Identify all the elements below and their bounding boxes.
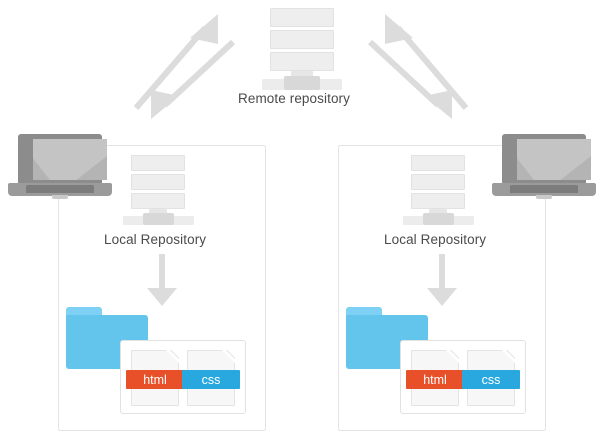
server-neck bbox=[429, 209, 447, 216]
file-type-label: html bbox=[406, 370, 464, 389]
laptop-foot bbox=[52, 195, 68, 199]
server-bar bbox=[411, 193, 465, 209]
server-bar bbox=[411, 155, 465, 171]
server-base-side bbox=[123, 216, 145, 225]
server-neck bbox=[291, 71, 313, 79]
server-bar bbox=[411, 174, 465, 190]
server-base-side bbox=[262, 79, 286, 90]
server-bar bbox=[131, 155, 185, 171]
local-repository-icon-right bbox=[403, 155, 474, 225]
laptop-lid bbox=[502, 134, 591, 185]
server-bar bbox=[131, 193, 185, 209]
laptop-keyboard bbox=[510, 185, 578, 193]
file-fold-edge bbox=[497, 350, 515, 368]
server-base-side bbox=[452, 216, 474, 225]
laptop-foot bbox=[536, 195, 552, 199]
arrow-shaft bbox=[439, 254, 445, 290]
arrow-head bbox=[427, 288, 457, 306]
file-icon-css-right: css bbox=[462, 350, 520, 406]
remote-repository-label: Remote repository bbox=[238, 91, 350, 106]
client-panel-right bbox=[338, 145, 546, 431]
arrow-head bbox=[147, 288, 177, 306]
checkout-arrow-left bbox=[147, 254, 177, 306]
server-base-side bbox=[318, 79, 342, 90]
server-base-side bbox=[403, 216, 425, 225]
server-base bbox=[284, 76, 320, 90]
screen-glare bbox=[517, 139, 591, 180]
server-bar bbox=[270, 52, 334, 71]
file-card-right: html css bbox=[400, 340, 526, 414]
local-repository-icon-left bbox=[123, 155, 194, 225]
file-icon-css-left: css bbox=[182, 350, 240, 406]
file-card-left: html css bbox=[120, 340, 246, 414]
file-type-label: html bbox=[126, 370, 184, 389]
remote-repository-icon bbox=[262, 8, 342, 90]
server-base bbox=[423, 213, 454, 225]
file-fold-edge bbox=[161, 350, 179, 368]
laptop-keyboard bbox=[26, 185, 94, 193]
file-fold-edge bbox=[217, 350, 235, 368]
server-bar bbox=[270, 30, 334, 49]
right-push-arrow bbox=[385, 14, 469, 110]
file-type-label: css bbox=[462, 370, 520, 389]
server-neck bbox=[149, 209, 167, 216]
laptop-screen bbox=[517, 139, 591, 180]
laptop-screen bbox=[33, 139, 107, 180]
screen-glare bbox=[33, 139, 107, 180]
right-pull-arrow bbox=[367, 39, 452, 119]
server-base bbox=[143, 213, 174, 225]
file-icon-html-right: html bbox=[406, 350, 464, 406]
left-pull-arrow bbox=[151, 39, 236, 119]
laptop-icon-left bbox=[8, 134, 112, 200]
left-push-arrow bbox=[133, 14, 218, 110]
server-bar bbox=[131, 174, 185, 190]
client-panel-left bbox=[58, 145, 266, 431]
laptop-icon-right bbox=[492, 134, 596, 200]
file-type-label: css bbox=[182, 370, 240, 389]
checkout-arrow-right bbox=[427, 254, 457, 306]
local-repository-label-right: Local Repository bbox=[384, 232, 487, 247]
server-base-side bbox=[172, 216, 194, 225]
file-fold-edge bbox=[441, 350, 459, 368]
laptop-lid bbox=[18, 134, 107, 185]
file-icon-html-left: html bbox=[126, 350, 184, 406]
server-bar bbox=[270, 8, 334, 27]
arrow-shaft bbox=[159, 254, 165, 290]
local-repository-label-left: Local Repository bbox=[104, 232, 207, 247]
